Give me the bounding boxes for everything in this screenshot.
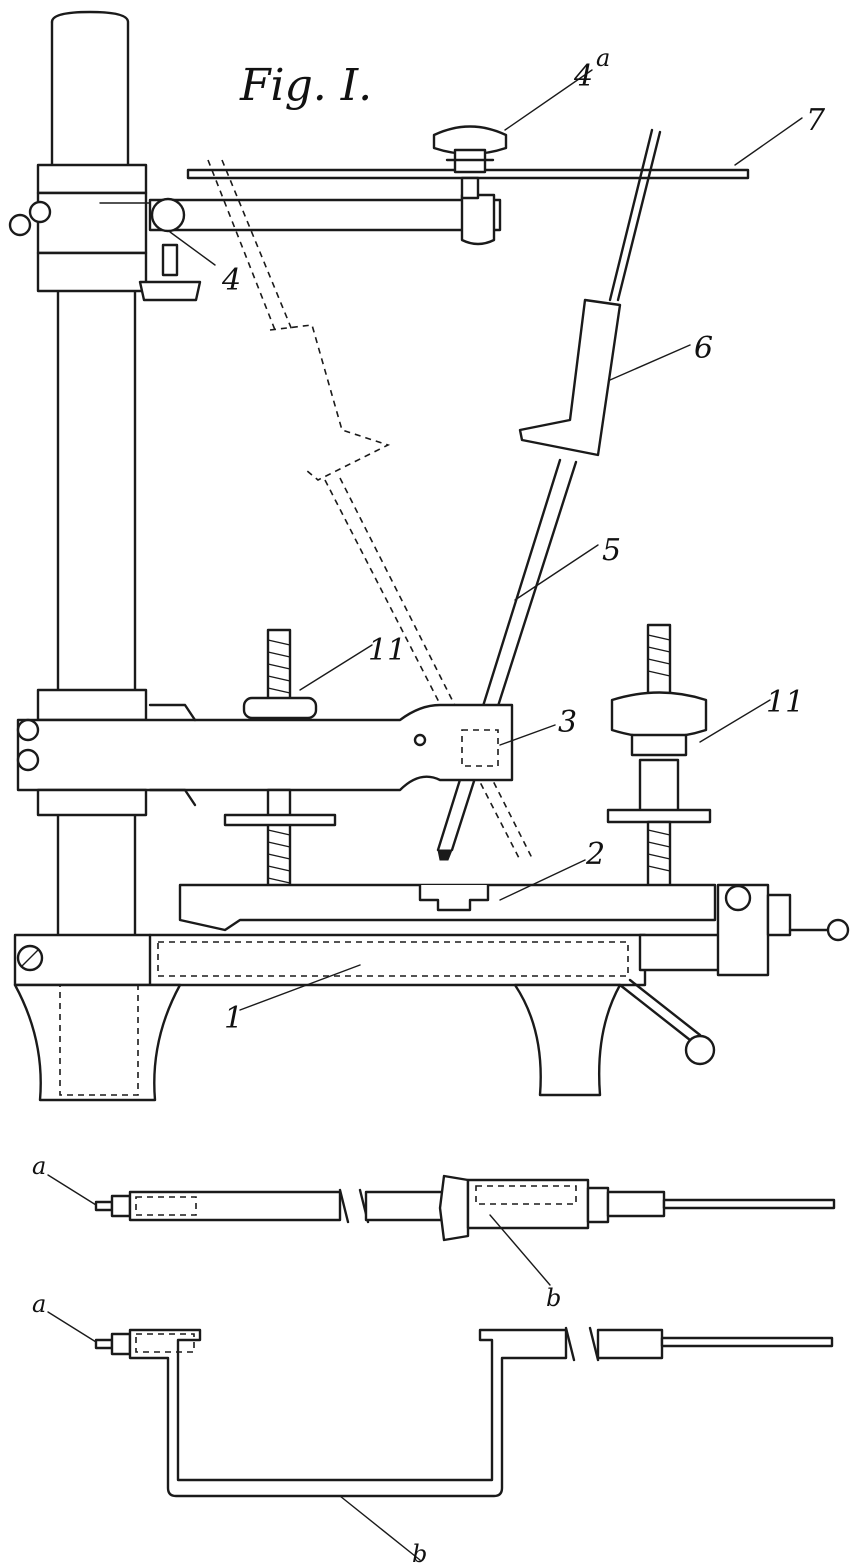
label-detail-a-bottom: a [32,1290,46,1318]
label-part-11-right: 11 [766,685,804,720]
upper-arm-assembly [8,125,750,302]
label-detail-a-top: a [32,1152,46,1180]
figure-title: Fig. I. [239,60,372,111]
label-part-4a-superscript: a [596,44,610,72]
label-part-1: 1 [224,1001,243,1036]
label-part-6: 6 [694,331,713,366]
label-part-11-left: 11 [368,633,406,668]
label-part-4a: 4 [573,59,593,94]
label-detail-b-bottom: b [412,1540,427,1566]
detail-cranked-tool [47,1311,834,1561]
base-plate [13,883,850,1102]
tool-shaft-assembly [436,128,662,861]
leader-lines [169,69,803,1011]
label-part-3: 3 [558,705,577,740]
workpiece-holder [178,883,717,932]
label-part-2: 2 [585,837,605,872]
label-part-7: 7 [806,103,826,138]
alternate-tool-position [207,159,533,861]
label-part-5: 5 [602,533,621,568]
vertical-column [50,10,137,937]
lower-arm-assembly [16,688,514,817]
right-adjusting-screw [606,623,712,912]
label-part-4: 4 [221,263,241,298]
detail-straight-tool [47,1174,836,1286]
label-detail-b-top: b [546,1284,561,1312]
